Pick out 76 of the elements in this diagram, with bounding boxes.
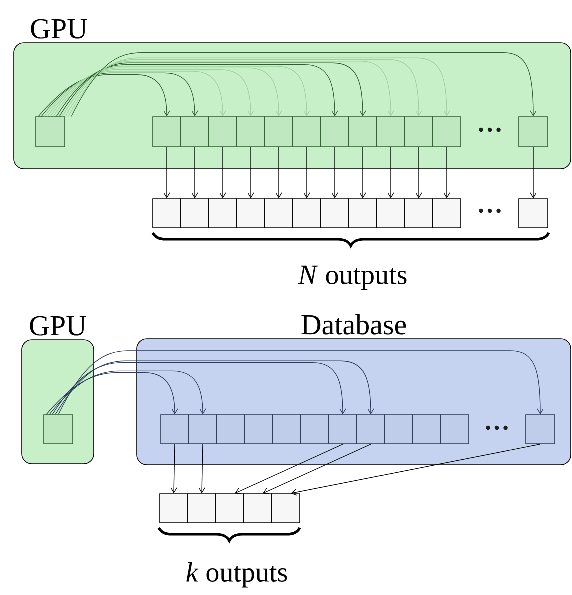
cell (320, 198, 350, 228)
cell (180, 198, 210, 228)
cell (244, 414, 274, 444)
arrow (49, 370, 206, 415)
cell (244, 494, 272, 524)
arrow (71, 52, 537, 117)
cell (216, 494, 244, 524)
arrow (235, 444, 344, 494)
cell (300, 414, 330, 444)
ellipsis: … (479, 208, 501, 214)
arrow (170, 444, 178, 494)
cell (160, 414, 190, 444)
arrow (38, 74, 170, 117)
arrow (332, 147, 338, 199)
ellipsis: … (486, 426, 508, 430)
arrow (360, 147, 366, 199)
cell (160, 494, 188, 524)
cell (44, 414, 74, 444)
cell (272, 414, 302, 444)
cell (180, 116, 210, 148)
cell (328, 414, 358, 444)
cell (432, 198, 462, 228)
cell (152, 116, 182, 148)
arrow (220, 147, 226, 199)
cell (152, 198, 182, 228)
arrow (58, 350, 544, 415)
cell (412, 414, 442, 444)
arrow (276, 147, 282, 199)
cell (356, 414, 386, 444)
cell (348, 198, 378, 228)
cell (404, 116, 434, 148)
cell (320, 116, 350, 148)
arrow (248, 147, 254, 199)
arrow (416, 147, 422, 199)
cell (208, 198, 238, 228)
cell (518, 198, 548, 228)
cell (272, 494, 300, 524)
cell (264, 116, 294, 148)
cell (36, 116, 66, 148)
arrow (44, 71, 226, 117)
arrow (304, 147, 310, 199)
panel-heading: GPU (31, 19, 88, 39)
cell (188, 414, 218, 444)
arrow (444, 147, 450, 199)
arrow (388, 147, 394, 199)
cell (432, 116, 462, 148)
brace-label: k outputs (186, 562, 288, 588)
cell (440, 414, 470, 444)
cell (376, 116, 406, 148)
arrow (291, 444, 541, 496)
panel-heading: Database (302, 314, 406, 335)
arrow (47, 70, 254, 117)
cell (518, 116, 548, 148)
arrow (198, 444, 206, 494)
cell (404, 198, 434, 228)
cell (384, 414, 414, 444)
cell (236, 116, 266, 148)
cell (216, 414, 246, 444)
cell (348, 116, 378, 148)
cell (208, 116, 238, 148)
arrow (41, 72, 198, 117)
panel-heading: GPU (30, 316, 86, 336)
arrow (530, 147, 537, 199)
cell (292, 116, 322, 148)
arrow (263, 444, 372, 494)
cell (236, 198, 266, 228)
arrow (192, 147, 198, 199)
cell (526, 414, 556, 444)
ellipsis: … (479, 128, 501, 132)
cell (292, 198, 322, 228)
cell (188, 494, 216, 524)
arrow (46, 372, 178, 415)
cell (376, 198, 406, 228)
arrow (164, 147, 170, 199)
brace-label: N outputs (298, 266, 407, 290)
cell (264, 198, 294, 228)
